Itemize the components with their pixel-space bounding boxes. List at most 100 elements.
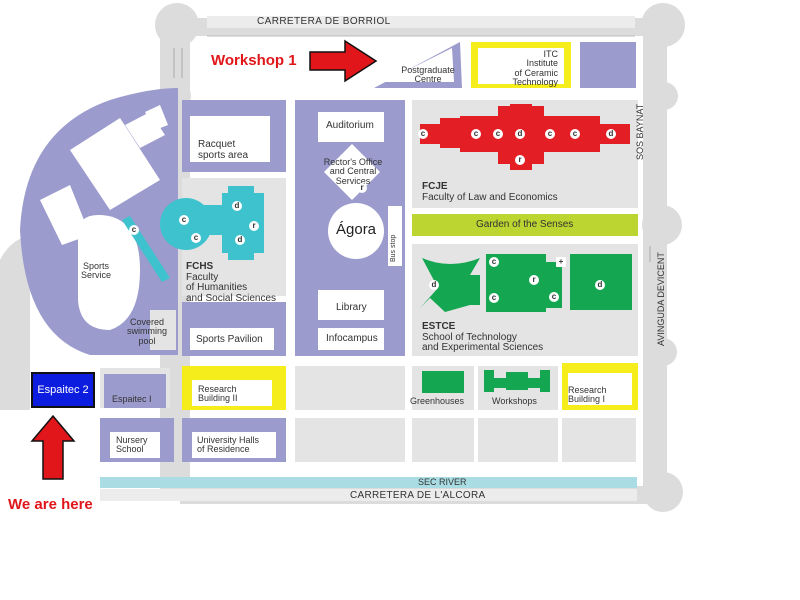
fcje-code: FCJE	[422, 181, 448, 192]
itc-line-4: Technology	[512, 77, 558, 88]
halls-label: University Halls of Residence	[197, 435, 260, 455]
halls-line-2: of Residence	[197, 444, 250, 455]
greenhouses-label: Greenhouses	[410, 396, 465, 406]
itc-line-1: ITC	[543, 49, 559, 59]
sports-field	[78, 215, 140, 330]
fchs-code: FCHS	[186, 261, 214, 272]
swimming-pool-label: Covered swimming pool	[118, 317, 176, 346]
road-right-top-label: SOS BAYNAT	[635, 103, 645, 160]
map-glyph-c: c	[489, 293, 499, 303]
map-glyph-r: r	[357, 183, 367, 193]
road-right-bottom-label: AVINGUDA DEVICENT	[656, 252, 666, 346]
nursery-label: Nursery School	[116, 435, 148, 455]
rector-line-3: Services	[335, 175, 371, 186]
map-glyph-c: c	[129, 225, 139, 235]
research-2-line-2: Building II	[198, 393, 238, 404]
workshops-label: Workshops	[492, 396, 537, 406]
map-glyph-r: r	[529, 275, 539, 285]
infocampus-label: Infocampus	[326, 333, 378, 344]
map-glyph-c: c	[191, 233, 201, 243]
map-glyph-c: c	[179, 215, 189, 225]
postgraduate-label: Postgraduate Centre	[401, 65, 455, 85]
pool-line-1: Covered	[129, 317, 165, 327]
map-glyph-c: c	[418, 129, 428, 139]
sec-river-label: SEC RIVER	[418, 477, 467, 487]
road-bottom-label: CARRETERA DE L'ALCORA	[350, 490, 486, 501]
fchs-label: FCHS Faculty of Humanities and Social Sc…	[186, 261, 277, 304]
estce-line-2: and Experimental Sciences	[422, 342, 544, 353]
nursery-line-2: School	[116, 444, 144, 455]
map-glyph-d: d	[429, 280, 439, 290]
map-glyph-plus: +	[556, 257, 566, 267]
pool-line-3: pool	[138, 335, 156, 346]
workshops-building	[484, 370, 550, 392]
greenhouses-building	[422, 371, 464, 393]
library-label: Library	[336, 302, 367, 313]
road-arrows	[173, 48, 651, 262]
espaitec-1-building	[104, 374, 166, 408]
research-1-label: Research Building I	[568, 385, 607, 405]
racquet-label: Racquet sports area	[198, 139, 248, 161]
agora-circle	[328, 203, 384, 259]
estce-building	[420, 254, 632, 312]
espaitec-1-label: Espaitec I	[112, 394, 152, 404]
agora-label: Ágora	[336, 221, 377, 238]
research-1-line-1: Research	[568, 385, 607, 395]
map-glyph-d: d	[595, 280, 605, 290]
purple-block-top	[580, 42, 636, 88]
roundabouts	[155, 3, 685, 512]
map-glyph-c: c	[570, 129, 580, 139]
map-glyph-c: c	[489, 257, 499, 267]
racquet-line-1: Racquet	[198, 139, 236, 150]
road-top-label: CARRETERA DE BORRIOL	[257, 16, 391, 27]
map-glyph-d: d	[232, 201, 242, 211]
bus-stop-label: Bus stop	[390, 234, 397, 262]
rector-line-1: Rector's Office	[323, 157, 383, 167]
espaitec-2-label: Espaitec 2	[37, 384, 89, 396]
map-glyph-d: d	[606, 129, 616, 139]
fcje-label: FCJE Faculty of Law and Economics	[422, 181, 558, 203]
itc-line-2: Institute	[526, 58, 558, 69]
map-glyph-c: c	[471, 129, 481, 139]
map-glyph-r: r	[515, 155, 525, 165]
estce-code: ESTCE	[422, 321, 456, 332]
we-are-here-label: We are here	[8, 496, 93, 513]
map-glyph-d: d	[235, 235, 245, 245]
workshop-1-label: Workshop 1	[211, 52, 297, 69]
research-2-line-1: Research	[198, 384, 237, 394]
garden-label: Garden of the Senses	[476, 219, 574, 230]
auditorium-label: Auditorium	[326, 120, 374, 131]
sports-service-line-1: Sports	[82, 261, 109, 271]
research-2-label: Research Building II	[198, 384, 238, 404]
research-1-line-2: Building I	[568, 394, 606, 405]
halls-line-1: University Halls	[197, 435, 260, 445]
itc-line-3: of Ceramic	[514, 67, 558, 78]
map-glyph-c: c	[545, 129, 555, 139]
map-glyph-c: c	[549, 292, 559, 302]
rector-label: Rector's Office and Central Services	[316, 157, 390, 186]
itc-label: ITC Institute of Ceramic Technology	[500, 49, 559, 88]
sports-courts	[40, 105, 168, 245]
map-glyph-r: r	[249, 221, 259, 231]
sports-service-label: Sports Service	[78, 261, 114, 281]
sec-river	[100, 477, 637, 488]
estce-label: ESTCE School of Technology and Experimen…	[422, 321, 544, 354]
fchs-line-1: Faculty	[186, 271, 219, 283]
fchs-line-3: and Social Sciences	[186, 292, 277, 304]
swimming-pool-box	[150, 310, 176, 350]
top-road-strip	[207, 16, 635, 28]
espaitec-2-marker[interactable]: Espaitec 2	[31, 372, 95, 408]
map-glyph-c: c	[493, 129, 503, 139]
nursery-line-1: Nursery	[116, 435, 148, 445]
fcje-line-1: Faculty of Law and Economics	[422, 191, 558, 203]
estce-line-1: School of Technology	[422, 331, 517, 343]
we-are-here-arrow	[30, 414, 76, 480]
map-glyph-d: d	[515, 129, 525, 139]
garden-of-the-senses	[412, 214, 638, 236]
workshop-1-arrow	[309, 39, 378, 83]
sports-pavilion-label: Sports Pavilion	[196, 334, 263, 345]
bottom-road-strip	[100, 489, 637, 501]
sports-service-line-2: Service	[80, 270, 111, 281]
fchs-line-2: of Humanities	[186, 282, 248, 293]
rector-line-2: and Central	[329, 166, 377, 177]
